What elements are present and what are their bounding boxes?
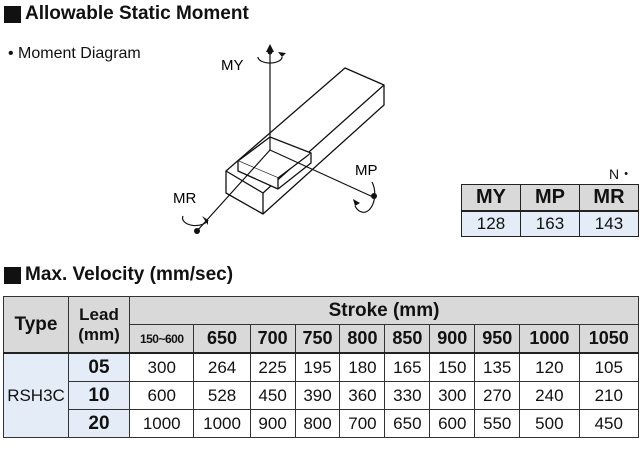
moment-value-mr: 143 (578, 210, 640, 237)
mp-label: MP (355, 162, 378, 179)
lead-cell: 05 (68, 352, 130, 382)
velocity-cell: 650 (384, 409, 431, 438)
velocity-cell: 195 (294, 352, 341, 382)
mr-axis-line (196, 149, 271, 232)
moment-header-my: MY (461, 184, 521, 212)
stroke-col-header: 850 (384, 324, 431, 354)
table-row: RSH3C 05 300 264 225 195 180 165 150 135… (3, 352, 640, 438)
stroke-col-header: 700 (249, 324, 296, 354)
lead-header-line2: (mm) (78, 324, 120, 344)
velocity-cell: 800 (294, 409, 341, 438)
velocity-cell: 360 (339, 381, 386, 410)
moment-value-my: 128 (461, 210, 521, 237)
velocity-cell: 1000 (193, 409, 251, 438)
rail-right-face (262, 85, 385, 215)
mp-axis-line (269, 149, 374, 198)
velocity-cell: 120 (519, 352, 580, 382)
velocity-cell: 528 (193, 381, 251, 410)
stroke-col-header: 800 (339, 324, 386, 354)
velocity-cell: 300 (128, 352, 195, 382)
my-arrow-head (266, 44, 274, 52)
velocity-cell: 135 (474, 352, 521, 382)
velocity-cell: 600 (128, 381, 195, 410)
moment-value-mp: 163 (519, 210, 580, 237)
velocity-cell: 180 (339, 352, 386, 382)
table-row: 20 1000 1000 900 800 700 650 600 550 500… (4, 409, 640, 438)
mp-rotation-arrowhead (353, 199, 360, 206)
velocity-title-text: Max. Velocity (mm/sec) (25, 264, 234, 285)
moment-header-mp: MP (519, 184, 580, 212)
velocity-section-title: Max. Velocity (mm/sec) (4, 264, 233, 286)
velocity-cell: 600 (429, 409, 476, 438)
stroke-col-header: 1050 (578, 324, 640, 354)
velocity-cell: 210 (578, 381, 640, 410)
stroke-col-header: 650 (193, 324, 251, 354)
my-axis-dot (267, 49, 273, 55)
stroke-col-header: 750 (294, 324, 341, 354)
carriage-front (237, 153, 312, 190)
static-moment-title-text: Allowable Static Moment (25, 3, 249, 24)
velocity-cell: 1000 (128, 409, 195, 438)
velocity-cell: 240 (519, 381, 580, 410)
moment-header-row: MY MP MR (461, 184, 640, 212)
mr-rotation-arrowhead (202, 216, 208, 225)
table-row: 10 600 528 450 390 360 330 300 270 240 2… (4, 381, 640, 410)
mr-rotation-arrow-icon (181, 215, 209, 227)
black-square-icon (4, 5, 21, 23)
velocity-cell: 105 (578, 352, 640, 382)
stroke-col-header: 950 (474, 324, 521, 354)
max-velocity-table: Type Lead (mm) Stroke (mm) 150~600 650 7… (3, 296, 640, 438)
mp-rotation-arrow-icon (354, 181, 376, 213)
static-moment-section-title: Allowable Static Moment (4, 3, 249, 25)
black-square-icon (4, 266, 21, 284)
velocity-cell: 390 (294, 381, 341, 410)
velocity-cell: 300 (429, 381, 476, 410)
my-rotation-arrowhead (278, 52, 286, 57)
velocity-cell: 264 (193, 352, 251, 382)
stroke-col-header: 900 (429, 324, 476, 354)
my-rotation-arrow-icon (257, 56, 283, 64)
velocity-header-row-2: 150~600 650 700 750 800 850 900 950 1000… (4, 324, 640, 354)
mr-label: MR (173, 190, 196, 207)
velocity-cell: 165 (384, 352, 431, 382)
velocity-cell: 500 (519, 409, 580, 438)
lead-header-line1: Lead (79, 304, 119, 324)
velocity-cell: 270 (474, 381, 521, 410)
mr-axis-dot (194, 228, 200, 234)
moment-header-mr: MR (578, 184, 640, 212)
velocity-cell: 900 (249, 409, 296, 438)
model-cell: RSH3C (3, 352, 69, 438)
lead-header: Lead (mm) (68, 296, 130, 354)
velocity-cell: 550 (474, 409, 521, 438)
moment-value-row: 128 163 143 (461, 210, 640, 237)
moment-diagram: MY MP MR (173, 44, 385, 234)
rail-front-face (225, 171, 264, 215)
moment-diagram-label: • Moment Diagram (8, 45, 141, 62)
velocity-cell: 225 (249, 352, 296, 382)
velocity-header-row-1: Type Lead (mm) Stroke (mm) (3, 296, 639, 354)
stroke-col-header: 150~600 (128, 324, 195, 354)
mp-axis-dot (371, 193, 377, 199)
velocity-cell: 450 (249, 381, 296, 410)
static-moment-table: MY MP MR 128 163 143 (461, 184, 640, 237)
velocity-cell: 150 (429, 352, 476, 382)
lead-cell: 10 (68, 381, 130, 410)
stroke-col-header: 1000 (519, 324, 580, 354)
type-header: Type (3, 296, 69, 354)
velocity-cell: 450 (578, 409, 640, 438)
velocity-cell: 330 (384, 381, 431, 410)
lead-cell: 20 (68, 409, 130, 438)
velocity-cell: 700 (339, 409, 386, 438)
my-label: MY (221, 57, 244, 74)
stroke-header: Stroke (mm) (129, 296, 639, 325)
